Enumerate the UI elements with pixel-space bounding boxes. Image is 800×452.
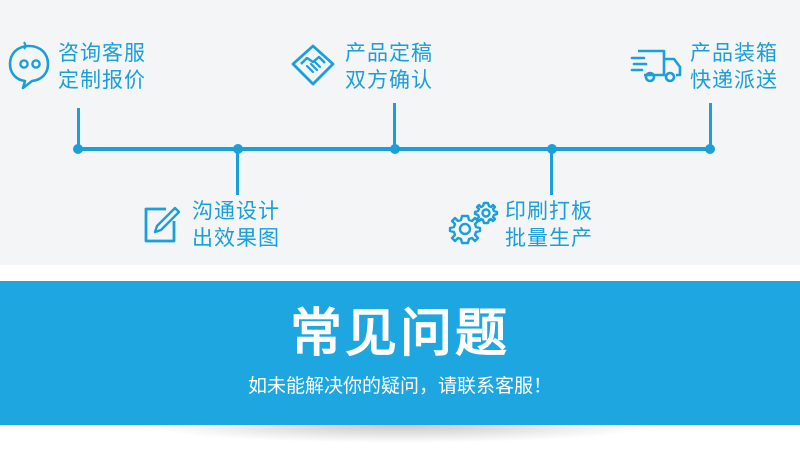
- pencil-edit-icon: [142, 201, 181, 249]
- faq-title: 常见问题: [289, 304, 510, 364]
- gears-icon: [447, 199, 499, 251]
- timeline-dot: [547, 144, 557, 154]
- step-line-1: 产品定稿: [345, 41, 433, 65]
- timeline-connector: [393, 103, 396, 148]
- step-line-2: 快递派送: [690, 68, 778, 92]
- step-label: 咨询客服 定制报价: [58, 40, 146, 94]
- step-line-2: 出效果图: [192, 226, 280, 250]
- timeline-connector: [236, 150, 239, 195]
- step-confirm: 产品定稿 双方确认: [289, 40, 433, 94]
- step-label: 产品装箱 快递派送: [690, 40, 778, 94]
- timeline-connector: [77, 108, 80, 148]
- chat-bubble-icon: [6, 40, 52, 94]
- banner-shadow: [140, 425, 660, 443]
- step-label: 印刷打板 批量生产: [505, 198, 593, 252]
- step-label: 产品定稿 双方确认: [345, 40, 433, 94]
- step-label: 沟通设计 出效果图: [192, 198, 280, 252]
- timeline-connector: [550, 150, 553, 195]
- step-line-1: 咨询客服: [58, 41, 146, 65]
- step-design: 沟通设计 出效果图: [142, 198, 280, 252]
- step-line-2: 批量生产: [505, 226, 593, 250]
- step-delivery: 产品装箱 快递派送: [630, 40, 778, 94]
- timeline-dot: [233, 144, 243, 154]
- delivery-truck-icon: [630, 41, 684, 93]
- step-production: 印刷打板 批量生产: [447, 198, 593, 252]
- process-section: [0, 0, 800, 265]
- faq-subtitle: 如未能解决你的疑问，请联系客服！: [247, 375, 552, 397]
- step-line-1: 沟通设计: [192, 199, 280, 223]
- timeline-dot: [705, 144, 715, 154]
- handshake-icon: [289, 40, 337, 94]
- timeline-connector: [709, 103, 712, 148]
- step-line-2: 定制报价: [58, 68, 146, 92]
- timeline-dot: [73, 144, 83, 154]
- step-line-1: 产品装箱: [690, 41, 778, 65]
- step-line-1: 印刷打板: [505, 199, 593, 223]
- timeline-dot: [390, 144, 400, 154]
- step-consult: 咨询客服 定制报价: [6, 40, 146, 94]
- step-line-2: 双方确认: [345, 68, 433, 92]
- faq-banner: [0, 281, 800, 425]
